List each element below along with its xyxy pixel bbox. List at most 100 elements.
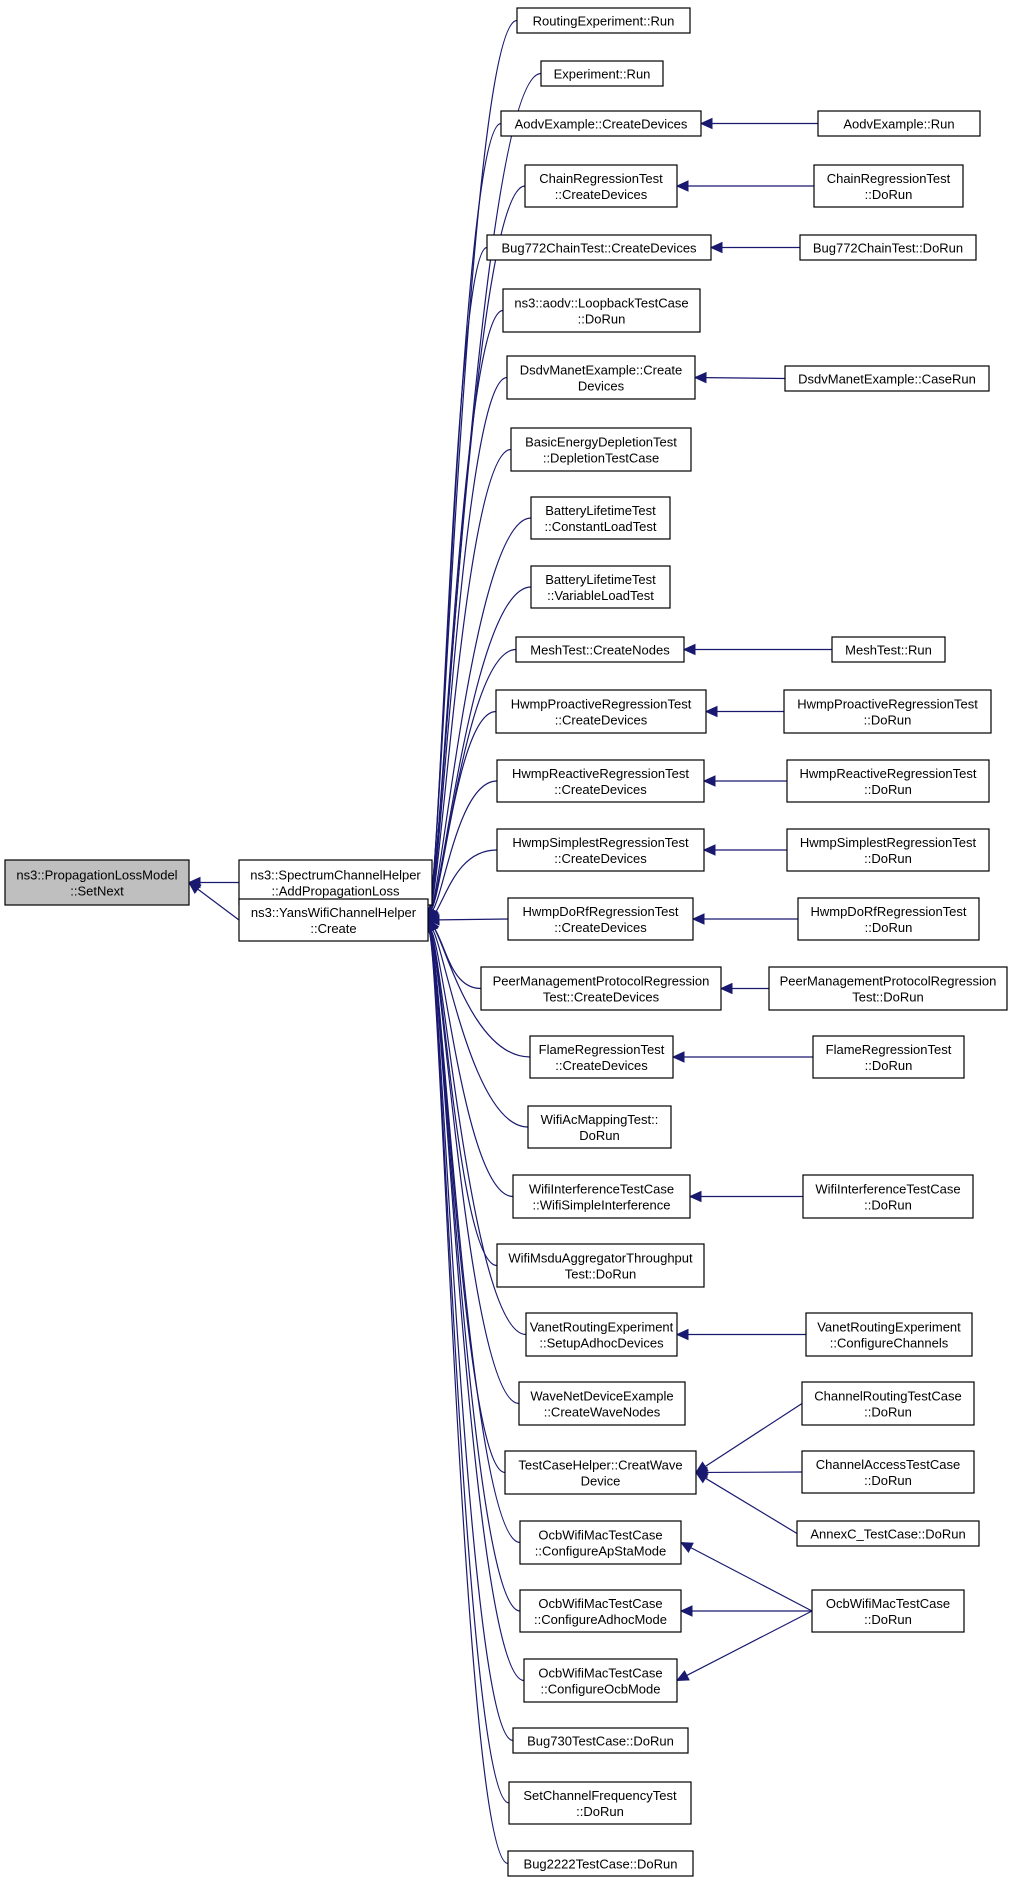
node-wifiint-create[interactable]: WifiInterferenceTestCase::WifiSimpleInte… [512,1174,691,1219]
node-box [496,1243,705,1288]
node-hwmp-re-create[interactable]: HwmpReactiveRegressionTest::CreateDevice… [496,759,705,803]
node-box [786,759,990,803]
node-ocb-run[interactable]: OcbWifiMacTestCase::DoRun [811,1589,965,1633]
node-bug730[interactable]: Bug730TestCase::DoRun [512,1727,689,1754]
node-label-line: FlameRegressionTest [539,1042,665,1057]
node-label-line: TestCaseHelper::CreatWave [518,1458,682,1473]
node-chrouting[interactable]: ChannelRoutingTestCase::DoRun [801,1381,975,1426]
node-wifiint-run[interactable]: WifiInterferenceTestCase::DoRun [802,1174,974,1219]
edge-hwmp_simp_create-to-yans [427,849,498,921]
node-battery-const[interactable]: BatteryLifetimeTest::ConstantLoadTest [530,496,671,540]
edge-line [430,930,514,1198]
node-dsdv-run[interactable]: DsdvManetExample::CaseRun [784,365,990,392]
node-label-line: ::DoRun [864,713,912,728]
node-layer: ns3::PropagationLossModel::SetNext ns3::S… [4,7,1008,1877]
node-label-line: HwmpProactiveRegressionTest [511,697,692,712]
node-hwmp-dorf-create[interactable]: HwmpDoRfRegressionTest::CreateDevices [507,897,694,941]
edge-hwmp_dorf_run-to-hwmp_dorf_create [691,913,798,925]
node-label-line: ::Create [310,921,356,936]
node-flame-create[interactable]: FlameRegressionTest::CreateDevices [529,1035,674,1079]
node-label-line: ::DoRun [865,920,913,935]
node-box [797,897,980,941]
node-hwmp-pro-run[interactable]: HwmpProactiveRegressionTest::DoRun [783,689,992,734]
node-box [813,164,964,208]
edge-hwmp_pro_run-to-hwmp_pro_create [704,705,784,718]
node-label-line: SetChannelFrequencyTest [523,1788,677,1803]
node-box [496,759,705,803]
node-label-line: ns3::aodv::LoopbackTestCase [514,296,688,311]
node-bug772-run[interactable]: Bug772ChainTest::DoRun [799,234,977,261]
node-label-line: MeshTest::Run [845,643,932,658]
node-box [784,365,990,392]
node-chaccess[interactable]: ChannelAccessTestCase::DoRun [801,1450,975,1494]
node-peer-run[interactable]: PeerManagementProtocolRegressionTest::Do… [768,966,1008,1011]
node-loopback[interactable]: ns3::aodv::LoopbackTestCase::DoRun [502,288,701,333]
arrowhead [682,643,696,656]
node-setnext[interactable]: ns3::PropagationLossModel::SetNext [4,859,190,906]
node-bug772-create[interactable]: Bug772ChainTest::CreateDevices [486,234,712,261]
arrowhead [427,907,440,921]
node-annexc[interactable]: AnnexC_TestCase::DoRun [796,1520,980,1547]
node-spectrum[interactable]: ns3::SpectrumChannelHelper::AddPropagati… [238,859,433,906]
arrowhead [702,775,716,787]
node-label-line: AodvExample::CreateDevices [515,117,688,132]
edge-mesh_run-to-mesh_create [682,643,832,656]
node-hwmp-simp-create[interactable]: HwmpSimplestRegressionTest::CreateDevice… [496,828,705,872]
node-box [801,1450,975,1494]
edge-line [428,930,525,1682]
node-ocb-ocb[interactable]: OcbWifiMacTestCase::ConfigureOcbMode [523,1658,678,1703]
node-label-line: MeshTest::CreateNodes [530,643,670,658]
node-box [527,1105,672,1149]
node-hwmp-simp-run[interactable]: HwmpSimplestRegressionTest::DoRun [786,828,990,872]
node-aodv-create[interactable]: AodvExample::CreateDevices [500,110,702,137]
node-label-line: ChannelRoutingTestCase [814,1389,961,1404]
node-box [238,898,429,942]
node-aodv-run[interactable]: AodvExample::Run [817,110,981,137]
edge-line [430,710,497,910]
node-box [507,1850,694,1877]
node-hwmp-re-run[interactable]: HwmpReactiveRegressionTest::DoRun [786,759,990,803]
node-chain-create[interactable]: ChainRegressionTest::CreateDevices [524,164,678,208]
arrowhead [675,180,689,192]
node-ocb-adhoc[interactable]: OcbWifiMacTestCase::ConfigureAdhocMode [519,1589,682,1633]
node-setchannel[interactable]: SetChannelFrequencyTest::DoRun [508,1781,692,1825]
node-mesh-run[interactable]: MeshTest::Run [831,636,946,663]
node-bug2222[interactable]: Bug2222TestCase::DoRun [507,1850,694,1877]
node-battery-var[interactable]: BatteryLifetimeTest::VariableLoadTest [530,565,671,609]
node-hwmp-pro-create[interactable]: HwmpProactiveRegressionTest::CreateDevic… [495,689,707,734]
node-box [519,1589,682,1633]
node-label-line: Test::DoRun [565,1267,637,1282]
arrowhead [679,1605,693,1617]
node-label-line: WifiMsduAggregatorThroughput [508,1251,693,1266]
node-label-line: ChannelAccessTestCase [816,1457,961,1472]
edge-flame_run-to-flame_create [671,1051,813,1063]
node-label-line: Bug772ChainTest::DoRun [813,241,963,256]
node-vanet-setup[interactable]: VanetRoutingExperiment::SetupAdhocDevice… [525,1312,678,1357]
node-label-line: HwmpReactiveRegressionTest [512,766,689,781]
node-box [495,689,707,734]
node-peer-create[interactable]: PeerManagementProtocolRegressionTest::Cr… [480,966,722,1011]
node-label-line: ::ConfigureChannels [830,1336,949,1351]
node-yans[interactable]: ns3::YansWifiChannelHelper::Create [238,898,429,942]
node-box [510,427,692,472]
node-routing-exp[interactable]: RoutingExperiment::Run [516,7,691,34]
node-wifiac[interactable]: WifiAcMappingTest::DoRun [527,1105,672,1149]
node-hwmp-dorf-run[interactable]: HwmpDoRfRegressionTest::DoRun [797,897,980,941]
node-wavenet[interactable]: WaveNetDeviceExample::CreateWaveNodes [518,1381,686,1426]
node-label-line: ::CreateDevices [554,851,647,866]
node-energy[interactable]: BasicEnergyDepletionTest::DepletionTestC… [510,427,692,472]
node-ocb-apsta[interactable]: OcbWifiMacTestCase::ConfigureApStaMode [519,1520,682,1565]
node-mesh-create[interactable]: MeshTest::CreateNodes [515,636,685,663]
arrowhead [675,1670,690,1682]
node-dsdv-create[interactable]: DsdvManetExample::CreateDevices [506,355,696,400]
node-label-line: HwmpReactiveRegressionTest [799,766,976,781]
edge-line [435,849,498,913]
node-flame-run[interactable]: FlameRegressionTest::DoRun [812,1035,965,1079]
node-vanet-conf[interactable]: VanetRoutingExperiment::ConfigureChannel… [805,1312,973,1357]
node-experiment[interactable]: Experiment::Run [540,60,664,87]
edge-hwmp_re_run-to-hwmp_re_create [702,775,787,787]
node-chain-run[interactable]: ChainRegressionTest::DoRun [813,164,964,208]
